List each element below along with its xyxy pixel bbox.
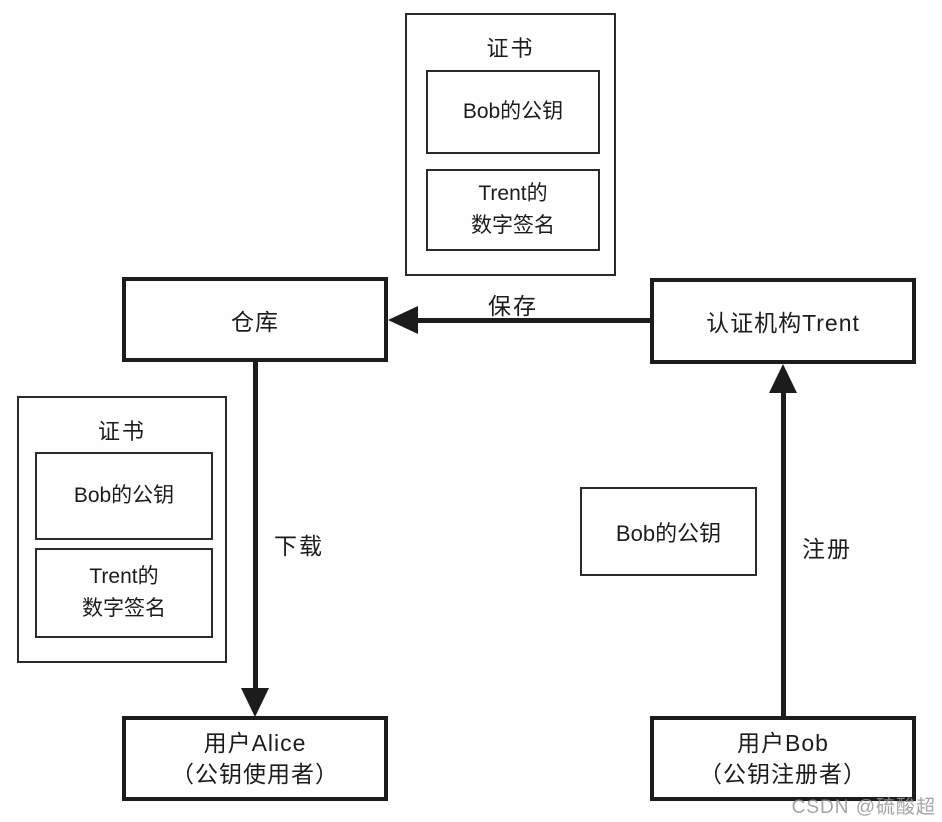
certification-authority-box: 认证机构Trent (650, 278, 916, 364)
register-arrow-line (781, 390, 786, 716)
trent-signature-line2: 数字签名 (82, 597, 166, 620)
certificate-box-left: 证书 Bob的公钥 Trent的 数字签名 (17, 396, 227, 663)
save-arrow-line (414, 318, 650, 323)
bob-public-key-box: Bob的公钥 (580, 487, 757, 576)
user-alice-name: 用户Alice (203, 729, 307, 756)
bob-public-key-label: Bob的公钥 (73, 484, 175, 507)
trent-signature-field: Trent的 数字签名 (426, 169, 600, 251)
trent-signature-line1: Trent的 (478, 182, 548, 205)
bob-public-key-field: Bob的公钥 (426, 70, 600, 154)
repository-label: 仓库 (231, 308, 279, 335)
user-alice-box: 用户Alice （公钥使用者） (122, 716, 388, 801)
certificate-title: 证书 (486, 36, 535, 61)
repository-box: 仓库 (122, 277, 388, 362)
trent-signature-field: Trent的 数字签名 (35, 548, 213, 638)
save-arrowhead-icon (388, 306, 418, 334)
register-arrow-label: 注册 (802, 536, 852, 562)
register-arrowhead-icon (769, 364, 797, 393)
save-arrow-label: 保存 (488, 293, 538, 319)
user-bob-box: 用户Bob （公钥注册者） (650, 716, 916, 801)
user-alice-role: （公钥使用者） (171, 760, 339, 787)
bob-public-key-label: Bob的公钥 (615, 520, 722, 546)
bob-public-key-label: Bob的公钥 (462, 100, 564, 123)
download-arrow-label: 下载 (274, 533, 324, 559)
certificate-box-top: 证书 Bob的公钥 Trent的 数字签名 (405, 13, 616, 276)
user-bob-name: 用户Bob (737, 729, 829, 756)
bob-public-key-field: Bob的公钥 (35, 452, 213, 540)
csdn-watermark: CSDN @硫酸超 (791, 797, 936, 818)
trent-signature-line2: 数字签名 (471, 214, 555, 237)
certification-authority-label: 认证机构Trent (706, 310, 860, 336)
certificate-title: 证书 (97, 419, 146, 444)
download-arrow-line (253, 362, 258, 690)
trent-signature-line1: Trent的 (89, 565, 159, 588)
user-bob-role: （公钥注册者） (699, 760, 867, 787)
download-arrowhead-icon (241, 688, 269, 717)
